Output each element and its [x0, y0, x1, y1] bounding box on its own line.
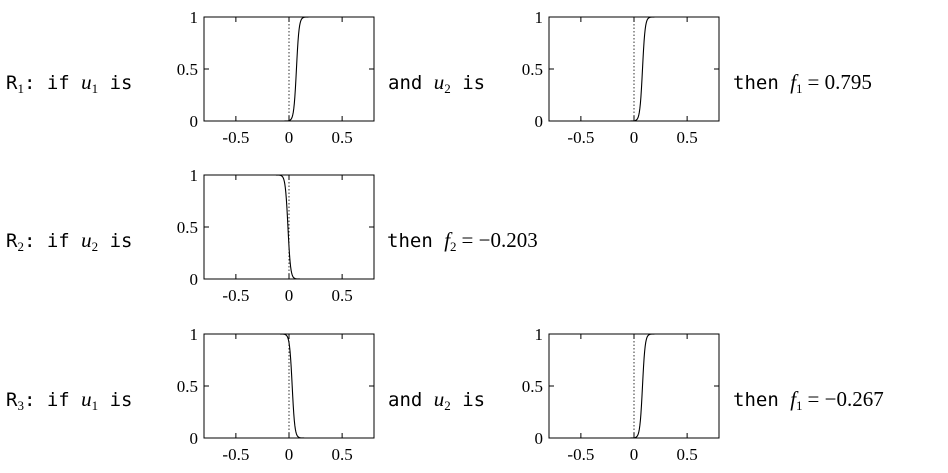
- x-tick-label: 0: [285, 286, 294, 305]
- rule-label-r1: R1: if u1 is: [6, 70, 132, 96]
- x-tick-label: 0: [630, 445, 639, 464]
- x-tick-label: 0.5: [332, 286, 353, 305]
- membership-plot-r3-u2: -0.5 0 0.5 0 0.5 1: [522, 325, 720, 464]
- rule-consequent-r1: then f1= 0.795: [733, 70, 872, 96]
- antecedent-connector: and u2 is: [388, 387, 485, 413]
- membership-curve: [204, 16, 374, 122]
- y-tick-label: 0: [190, 270, 199, 289]
- y-tick-label: 0.5: [522, 60, 543, 79]
- x-tick-label: 0: [630, 128, 639, 147]
- x-tick-label: 0.5: [677, 128, 698, 147]
- x-tick-label: 0.5: [332, 128, 353, 147]
- rule-consequent-r2: then f2= −0.203: [387, 228, 538, 254]
- y-tick-label: 0.5: [522, 377, 543, 396]
- y-tick-label: 1: [190, 8, 199, 27]
- rule-label-r3: R3: if u1 is: [6, 387, 132, 413]
- x-tick-label: -0.5: [222, 445, 249, 464]
- y-tick-label: 1: [535, 8, 544, 27]
- x-tick-label: 0.5: [677, 445, 698, 464]
- membership-curve: [549, 333, 719, 439]
- x-tick-label: 0.5: [332, 445, 353, 464]
- x-tick-label: 0: [285, 128, 294, 147]
- y-tick-label: 1: [190, 166, 199, 185]
- y-tick-label: 0: [190, 112, 199, 131]
- rule-consequent-r3: then f1= −0.267: [733, 387, 884, 413]
- x-tick-label: -0.5: [567, 128, 594, 147]
- rule-label-r2: R2: if u2 is: [6, 228, 132, 254]
- membership-plot-r3-u1: -0.5 0 0.5 0 0.5 1: [177, 325, 375, 464]
- membership-curve: [549, 16, 719, 122]
- y-tick-label: 0: [190, 429, 199, 448]
- x-tick-label: -0.5: [222, 286, 249, 305]
- antecedent-connector: and u2 is: [388, 70, 485, 96]
- y-tick-label: 0.5: [177, 377, 198, 396]
- membership-plot-r1-u2: -0.5 0 0.5 0 0.5 1: [522, 8, 720, 147]
- y-tick-label: 1: [190, 325, 199, 344]
- x-tick-label: -0.5: [222, 128, 249, 147]
- membership-curve: [204, 174, 374, 280]
- membership-plot-r2-u2: -0.5 0 0.5 0 0.5 1: [177, 166, 375, 305]
- x-tick-label: -0.5: [567, 445, 594, 464]
- y-tick-label: 1: [535, 325, 544, 344]
- membership-plot-r1-u1: -0.5 0 0.5 0 0.5 1: [177, 8, 375, 147]
- y-tick-label: 0: [535, 429, 544, 448]
- membership-curve: [204, 333, 374, 439]
- x-tick-label: 0: [285, 445, 294, 464]
- y-tick-label: 0.5: [177, 218, 198, 237]
- y-tick-label: 0.5: [177, 60, 198, 79]
- y-tick-label: 0: [535, 112, 544, 131]
